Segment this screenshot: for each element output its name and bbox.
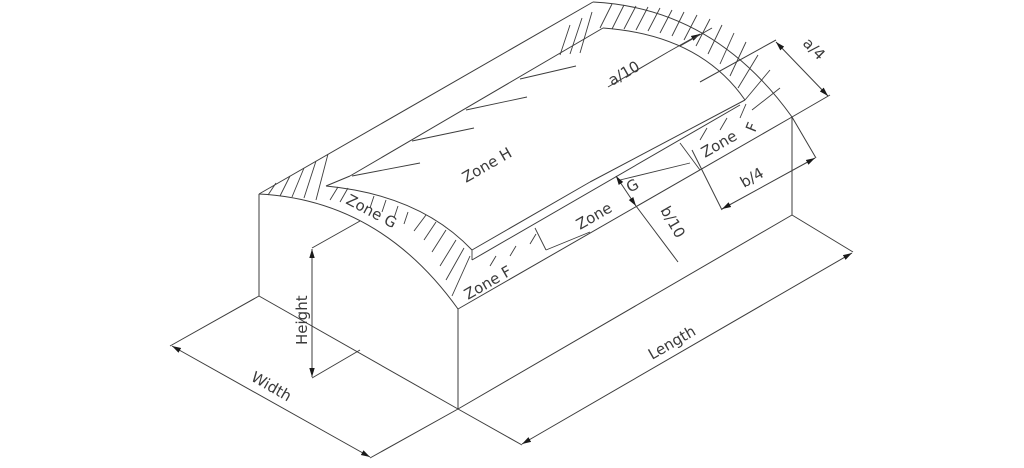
- zone-g-mid-word: Zone: [573, 199, 615, 234]
- height-label: Height: [293, 295, 311, 345]
- b10-dimension: [615, 175, 679, 263]
- zone-h-label: Zone H: [459, 144, 515, 187]
- a10-label: a/10: [605, 57, 643, 89]
- width-dimension: [169, 295, 459, 459]
- roof-outline: [258, 1, 793, 310]
- width-label: Width: [248, 368, 295, 405]
- left-eave-hatch: [267, 11, 593, 201]
- front-arch-hatch: [329, 186, 471, 297]
- b4-dimension: [691, 116, 817, 211]
- length-dimension: [457, 214, 854, 446]
- a10-dimension: [607, 27, 713, 88]
- height-dimension: [309, 220, 361, 379]
- back-arch-hatch: [599, 3, 781, 111]
- zone-f-left-hatch: [471, 227, 591, 267]
- a4-label: a/4: [799, 34, 829, 64]
- zone-f-left-label: Zone F: [461, 262, 515, 303]
- zone-g-mid-letter: G: [623, 175, 642, 196]
- b10-label: b/10: [657, 203, 689, 241]
- zone-f-right-letter: F: [742, 120, 762, 135]
- building-walls: [258, 117, 793, 410]
- a4-dimension: [699, 39, 831, 118]
